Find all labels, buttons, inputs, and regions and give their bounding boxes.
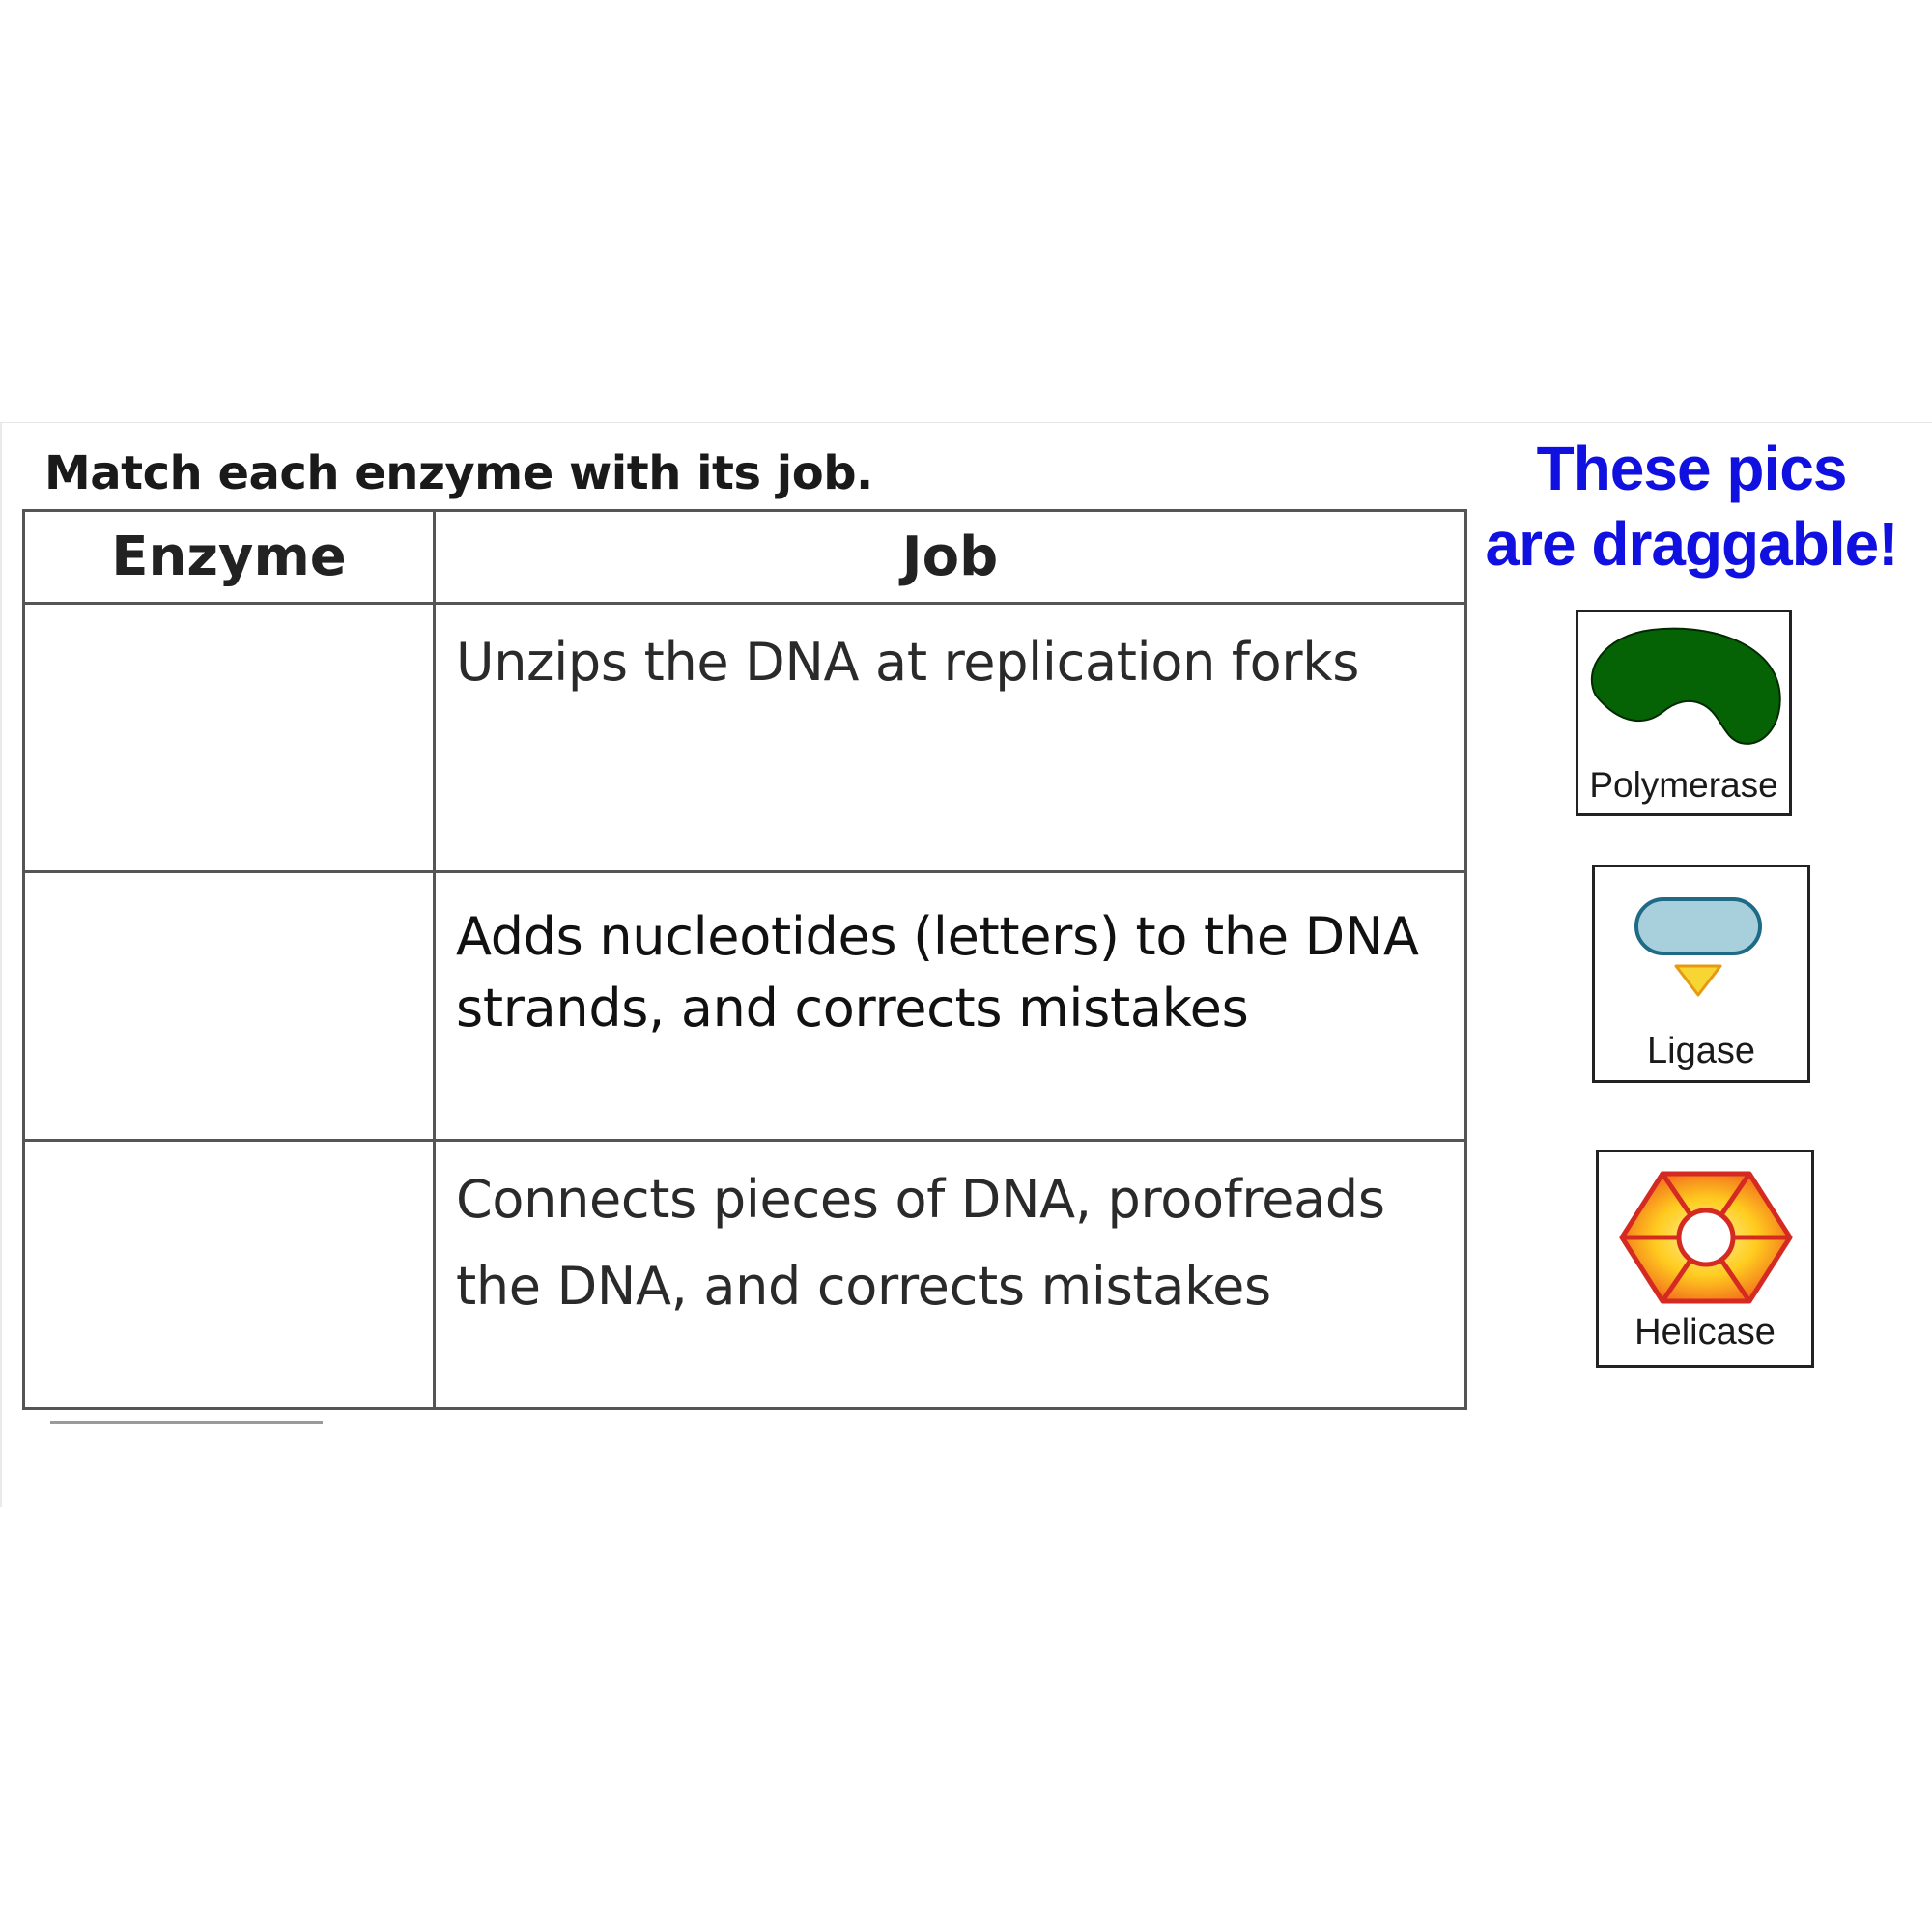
polymerase-card[interactable]: Polymerase (1576, 610, 1792, 816)
job-cell-3: Connects pieces of DNA, proofreads the D… (433, 1139, 1467, 1410)
instruction-title: Match each enzyme with its job. (44, 446, 873, 500)
ligase-capsule-icon (1634, 897, 1762, 997)
table-row: Unzips the DNA at replication forks (22, 602, 1467, 873)
table-header-row: Enzyme Job (22, 509, 1467, 605)
divider-line (50, 1421, 323, 1424)
ligase-label: Ligase (1647, 1031, 1755, 1071)
job-cell-1: Unzips the DNA at replication forks (433, 602, 1467, 873)
job-text-3: Connects pieces of DNA, proofreads the D… (456, 1169, 1385, 1317)
draggable-note: These pics are draggable! (1464, 431, 1918, 582)
polymerase-blob-icon (1590, 627, 1781, 745)
enzyme-slot-2[interactable] (26, 874, 432, 1138)
helicase-label: Helicase (1634, 1312, 1776, 1352)
header-job: Job (433, 509, 1467, 605)
slide-canvas: Match each enzyme with its job. Enzyme J… (0, 422, 1932, 1507)
enzyme-slot-3[interactable] (26, 1143, 432, 1406)
job-cell-2: Adds nucleotides (letters) to the DNA st… (433, 870, 1467, 1142)
helicase-hexagon-icon (1619, 1171, 1793, 1304)
draggable-note-line-2: are draggable! (1485, 509, 1898, 579)
header-enzyme: Enzyme (22, 509, 436, 605)
job-text-2: Adds nucleotides (letters) to the DNA st… (456, 906, 1419, 1038)
enzyme-drop-cell-3[interactable] (22, 1139, 436, 1410)
enzyme-slot-1[interactable] (26, 606, 432, 869)
enzyme-drop-cell-1[interactable] (22, 602, 436, 873)
helicase-card[interactable]: Helicase (1596, 1150, 1814, 1368)
job-text-1: Unzips the DNA at replication forks (456, 632, 1360, 693)
ligase-card[interactable]: Ligase (1592, 865, 1810, 1083)
enzyme-drop-cell-2[interactable] (22, 870, 436, 1142)
match-table: Enzyme Job Unzips the DNA at replication… (22, 509, 1467, 1410)
draggable-note-line-1: These pics (1536, 434, 1848, 503)
polymerase-label: Polymerase (1589, 765, 1778, 805)
table-row: Adds nucleotides (letters) to the DNA st… (22, 870, 1467, 1142)
table-row: Connects pieces of DNA, proofreads the D… (22, 1139, 1467, 1410)
